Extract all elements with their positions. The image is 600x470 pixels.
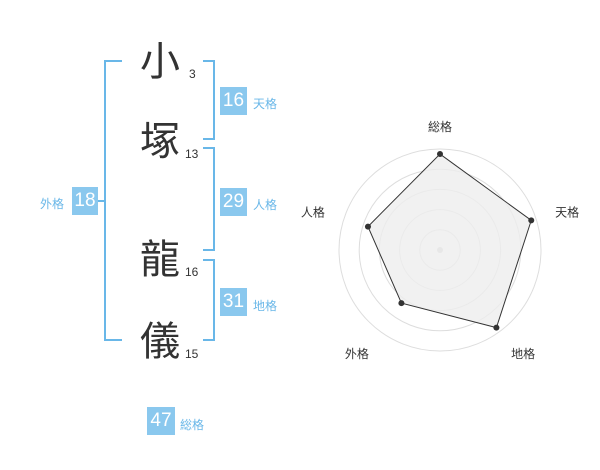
chikaku-badge: 31 xyxy=(220,288,247,316)
stroke-count-1: 3 xyxy=(189,67,196,81)
radar-axis-label: 地格 xyxy=(511,346,535,361)
soukaku-label: 総格 xyxy=(180,418,205,432)
gaikaku-badge: 18 xyxy=(72,187,98,215)
radar-axis-label: 天格 xyxy=(555,205,579,220)
radar-point xyxy=(437,151,443,158)
radar-axis-label: 総格 xyxy=(428,119,452,134)
chikaku-label: 地格 xyxy=(253,299,278,313)
jinkaku-badge: 29 xyxy=(220,188,247,216)
tenkaku-badge: 16 xyxy=(220,87,247,115)
radar-point xyxy=(364,223,371,230)
soukaku-badge: 47 xyxy=(147,407,175,435)
radar-point xyxy=(528,217,535,224)
radar-data xyxy=(364,151,535,331)
radar-axis-label: 外格 xyxy=(345,346,369,361)
tenkaku-label: 天格 xyxy=(253,97,278,111)
radar-point xyxy=(398,300,405,307)
name-char-3: 龍 xyxy=(140,237,180,283)
jinkaku-label: 人格 xyxy=(253,198,278,212)
stroke-count-4: 15 xyxy=(185,347,199,361)
gaikaku-label: 外格 xyxy=(40,197,65,211)
radar-series xyxy=(367,153,532,329)
name-char-1: 小 xyxy=(140,39,180,85)
radar-point xyxy=(493,324,500,331)
stroke-count-2: 13 xyxy=(185,147,199,161)
stroke-count-3: 16 xyxy=(185,265,199,279)
name-char-2: 塚 xyxy=(140,119,180,165)
name-char-4: 儀 xyxy=(140,319,180,365)
radar-ring xyxy=(338,148,542,352)
radar-axis-label: 人格 xyxy=(301,205,325,220)
